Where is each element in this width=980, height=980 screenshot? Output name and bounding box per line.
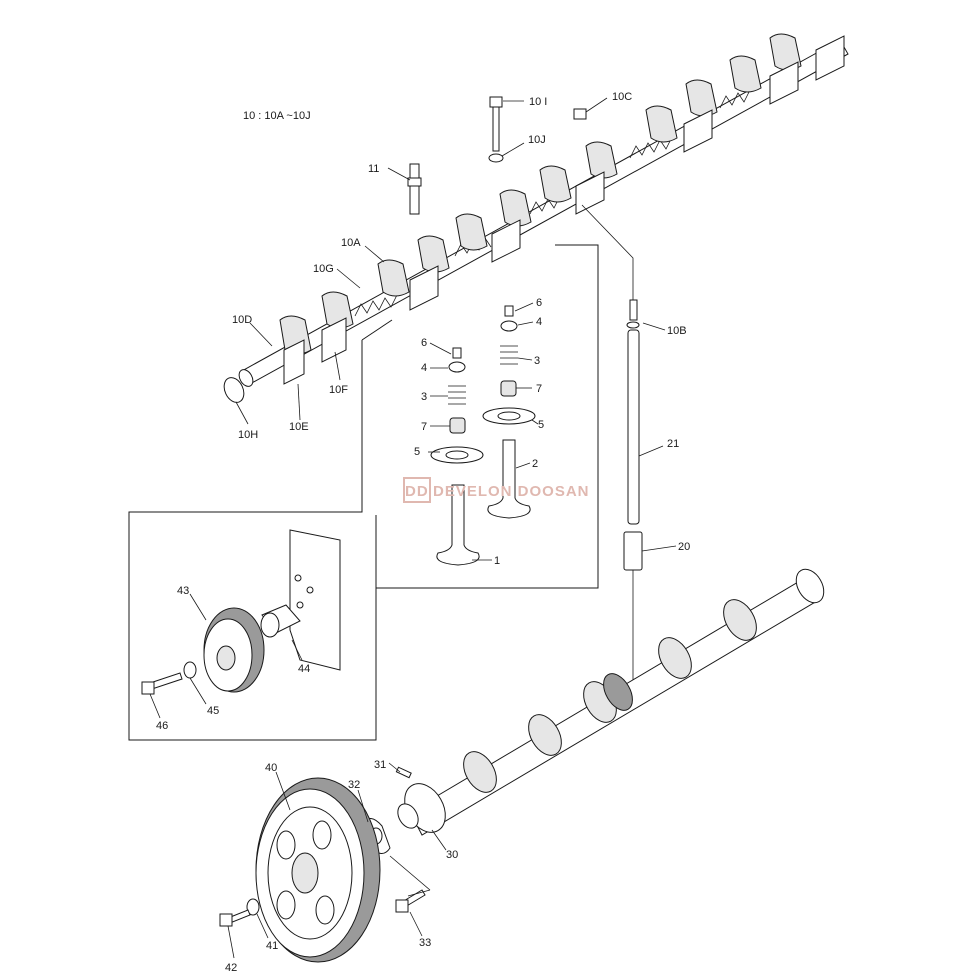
range-note: 10 : 10A ~10J <box>243 110 311 122</box>
adjust-screw-10b <box>626 299 640 329</box>
callout-5-left: 5 <box>414 446 420 458</box>
rocker-shaft-assembly <box>223 33 849 403</box>
valve-seal-7a <box>449 417 466 434</box>
bolt-33-head <box>395 899 409 913</box>
callout-3-left: 3 <box>421 391 427 403</box>
camshaft-assembly <box>397 568 825 836</box>
callout-6-right: 6 <box>536 297 542 309</box>
idler-shaft-face <box>260 612 280 638</box>
callout-10g: 10G <box>313 263 334 275</box>
watermark-text: DEVELON DOOSAN <box>433 483 590 500</box>
callout-1: 1 <box>494 555 500 567</box>
callout-21: 21 <box>667 438 679 450</box>
callout-10b: 10B <box>667 325 687 337</box>
woodruff-key-31 <box>395 766 412 779</box>
watermark-logo: DD <box>405 483 429 500</box>
callout-43: 43 <box>177 585 189 597</box>
nut-10c <box>573 108 587 120</box>
snap-ring-10h <box>223 377 245 403</box>
callout-20: 20 <box>678 541 690 553</box>
shaft-brackets <box>283 35 845 385</box>
valve-cotter-6b <box>504 305 514 317</box>
callout-11: 11 <box>368 163 379 175</box>
watermark: DD DEVELON DOOSAN <box>403 477 590 503</box>
valve-frame-edge <box>361 319 393 341</box>
callout-41: 41 <box>266 940 278 952</box>
callout-44: 44 <box>298 663 310 675</box>
camshaft-gear-40 <box>255 777 381 963</box>
callout-3-right: 3 <box>534 355 540 367</box>
exhaust-valve-2 <box>487 439 531 519</box>
valve-spring-3a <box>448 385 466 405</box>
callout-46: 46 <box>156 720 168 732</box>
callout-10i: 10 I <box>529 96 547 108</box>
pushrod-assembly <box>581 204 643 680</box>
bolt-10i <box>489 96 503 152</box>
callout-10d: 10D <box>232 314 252 326</box>
callout-10a: 10A <box>341 237 361 249</box>
bolt-46 <box>149 672 183 690</box>
valve-group-frame <box>128 244 599 741</box>
callout-labels: 10 I 10C 10J 11 10A 10G 10D 10H 10E 10F … <box>156 91 690 974</box>
valve-spring-3b <box>500 345 518 365</box>
callout-10j: 10J <box>528 134 546 146</box>
tappet-20 <box>623 531 643 571</box>
callout-6-left: 6 <box>421 337 427 349</box>
callout-40: 40 <box>265 762 277 774</box>
engine-block-fragment <box>289 529 341 671</box>
callout-31: 31 <box>374 759 386 771</box>
stud-11 <box>407 163 422 215</box>
callout-42: 42 <box>225 962 237 974</box>
callout-10f: 10F <box>329 384 348 396</box>
callout-2: 2 <box>532 458 538 470</box>
bolt-46-head <box>141 681 155 695</box>
callout-4-right: 4 <box>536 316 542 328</box>
shaft-end-10d <box>238 369 254 387</box>
push-rod-21 <box>627 329 640 525</box>
callout-4-left: 4 <box>421 362 427 374</box>
leader-lines <box>149 97 677 959</box>
spring-retainer-4b <box>500 320 518 332</box>
washer-41 <box>246 898 260 916</box>
callout-32: 32 <box>348 779 360 791</box>
callout-10h: 10H <box>238 429 258 441</box>
callout-7-left: 7 <box>421 421 427 433</box>
washer-45 <box>183 661 197 679</box>
bolt-42-head <box>219 913 233 927</box>
spring-retainer-4a <box>448 361 466 373</box>
valve-train <box>430 305 536 566</box>
callout-7-right: 7 <box>536 383 542 395</box>
callout-10c: 10C <box>612 91 632 103</box>
callout-45: 45 <box>207 705 219 717</box>
idler-gear-inset <box>141 529 341 695</box>
valve-seal-7b <box>500 380 517 397</box>
valve-cotter-6a <box>452 347 462 359</box>
washer-10j <box>488 153 504 163</box>
callout-10e: 10E <box>289 421 309 433</box>
callout-30: 30 <box>446 849 458 861</box>
intake-valve-1 <box>436 484 480 566</box>
callout-33: 33 <box>419 937 431 949</box>
callout-5-right: 5 <box>538 419 544 431</box>
